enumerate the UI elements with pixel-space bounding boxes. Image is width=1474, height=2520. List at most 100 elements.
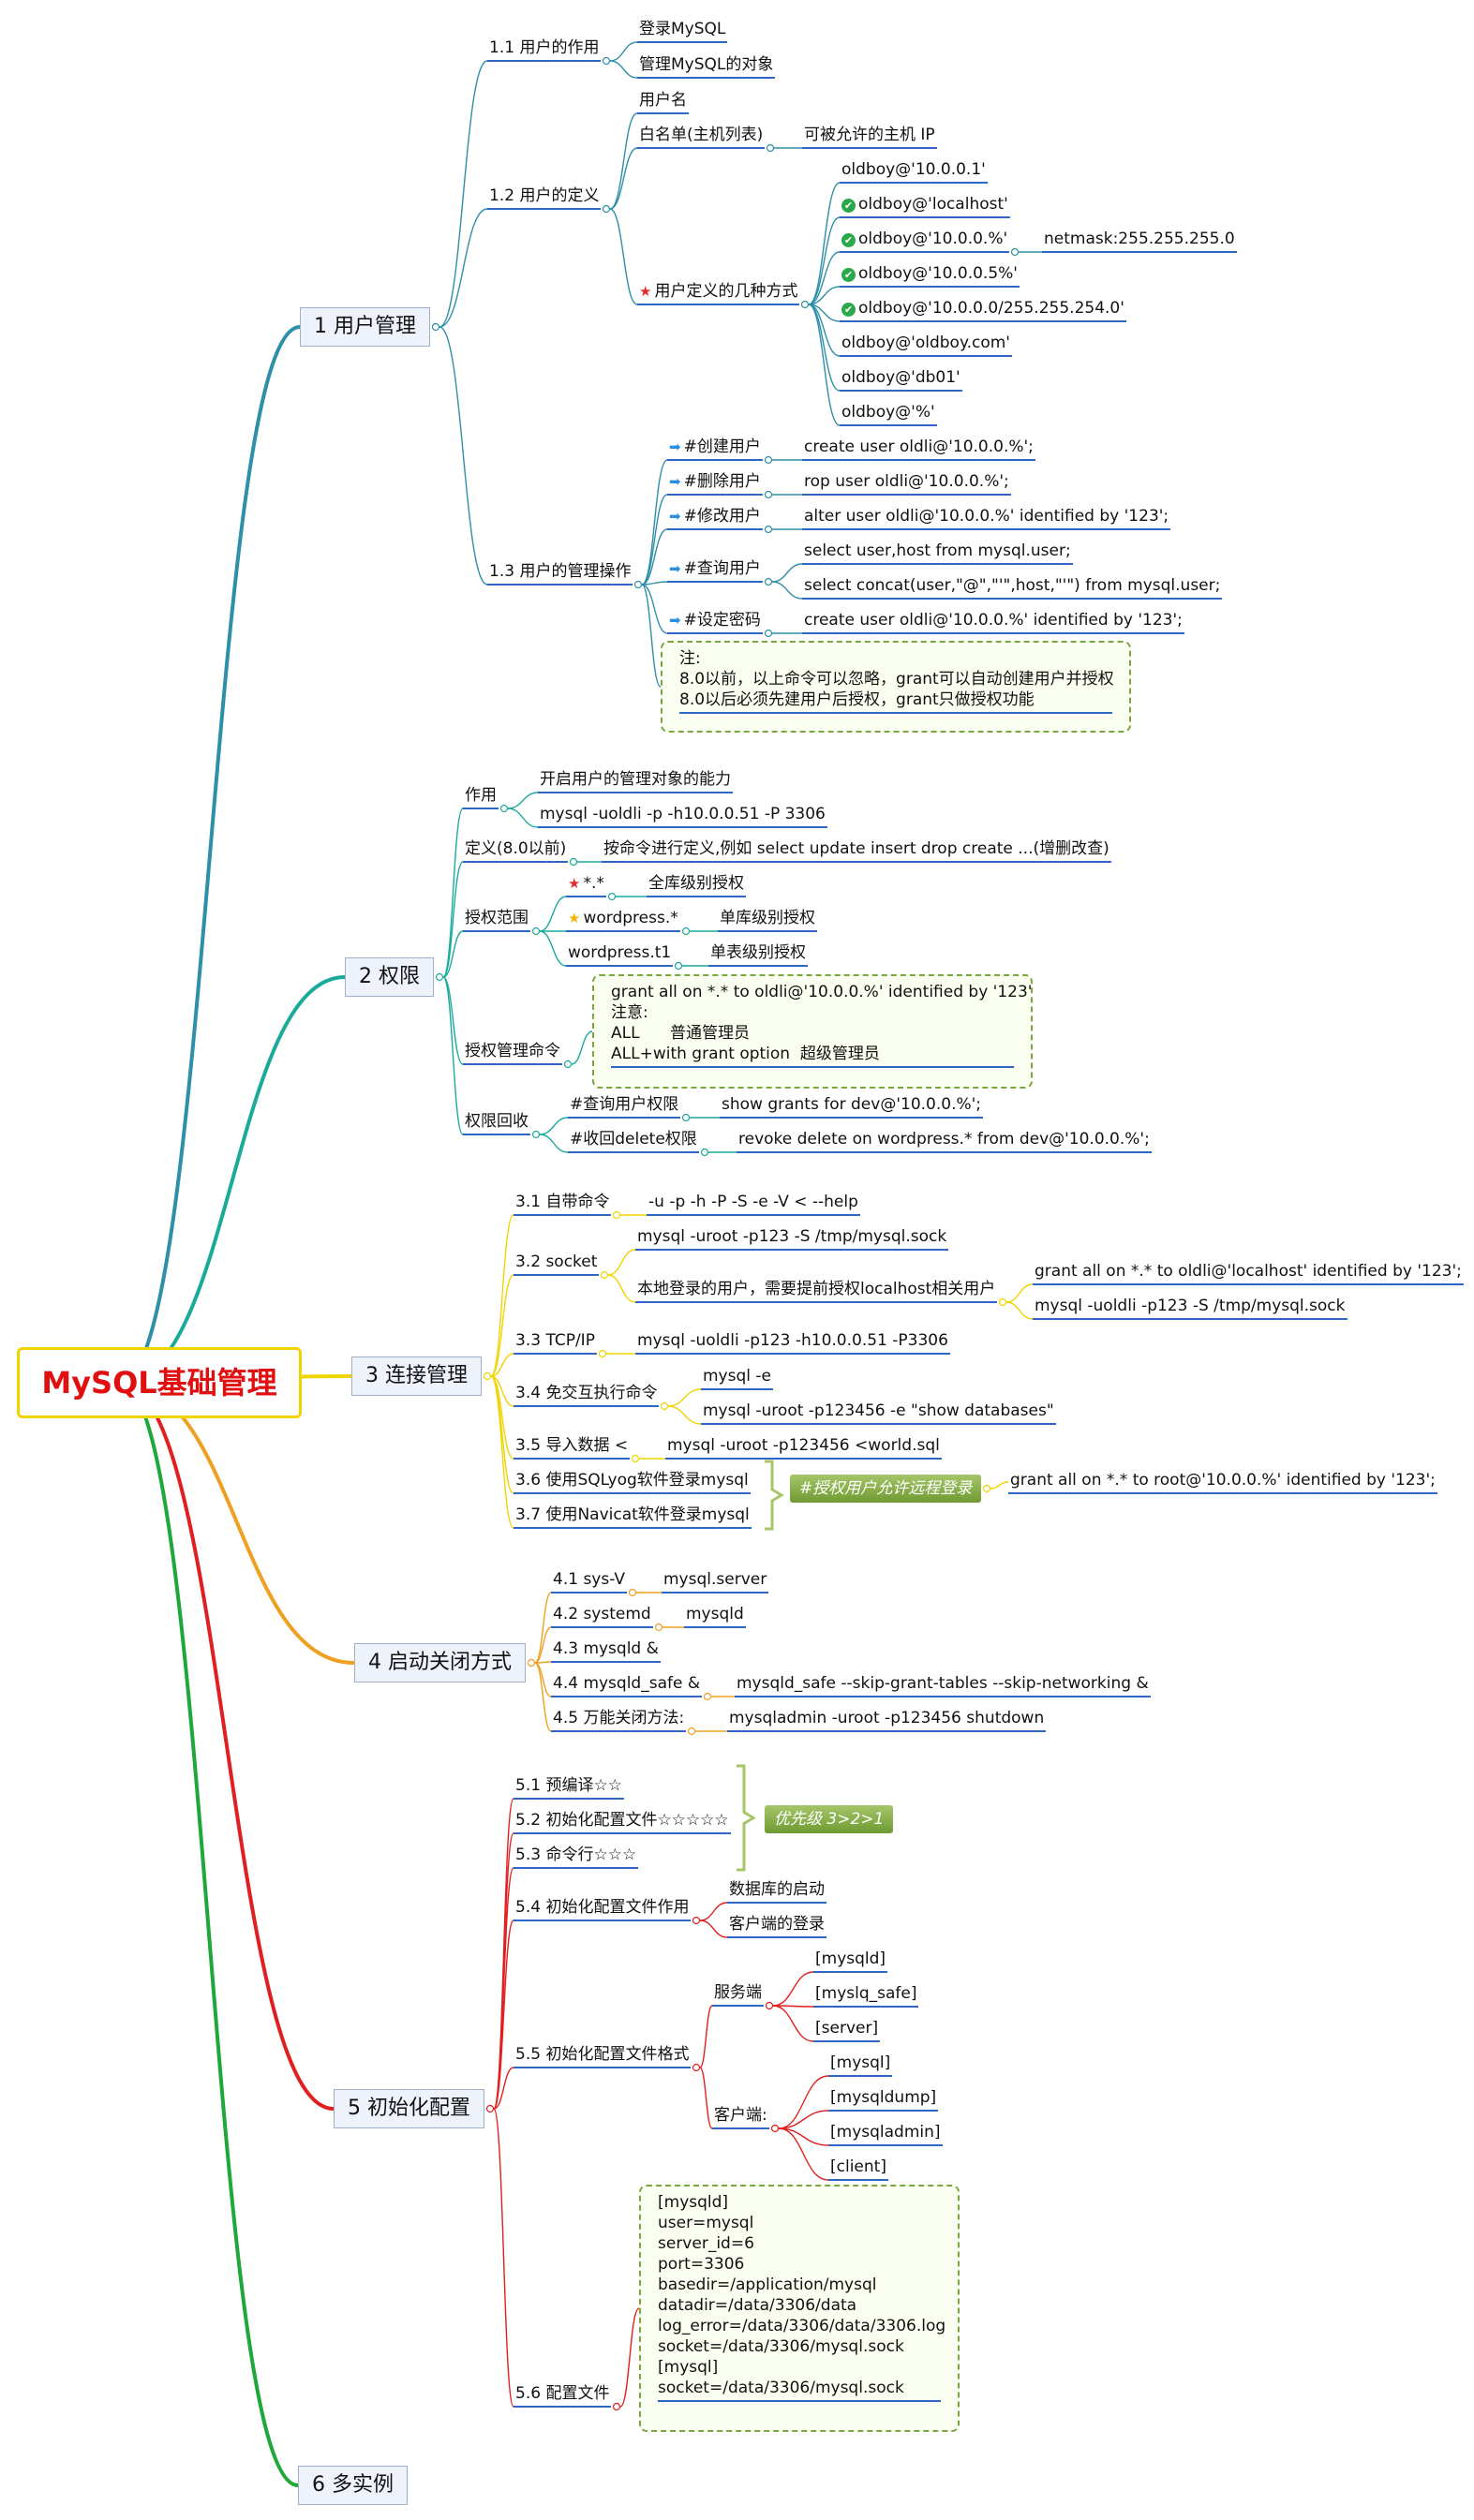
priority-tag[interactable]: 优先级 3>2>1: [765, 1805, 894, 1833]
node-3-4[interactable]: 3.4 免交互执行命令: [514, 1383, 660, 1407]
node-5-1[interactable]: 5.1 预编译☆☆: [514, 1775, 624, 1800]
node-3-3-a[interactable]: mysql -uoldli -p123 -h10.0.0.51 -P3306: [635, 1330, 950, 1355]
node-1-2-b[interactable]: 白名单(主机列表): [637, 125, 766, 149]
node-4-2-a[interactable]: mysqld: [684, 1604, 746, 1628]
config-file-box[interactable]: [mysqld] user=mysql server_id=6 port=330…: [639, 2185, 960, 2432]
node-5-5-server[interactable]: 服务端: [712, 1982, 764, 2007]
topic-connection-management[interactable]: 3 连接管理: [351, 1356, 482, 1396]
node-1-1[interactable]: 1.1 用户的作用: [487, 37, 602, 62]
node-op3-a[interactable]: alter user oldli@'10.0.0.%' identified b…: [802, 506, 1171, 530]
node-op1[interactable]: ➡#创建用户: [667, 437, 763, 461]
node-3-7[interactable]: 3.7 使用Navicat软件登录mysql: [514, 1505, 752, 1529]
node-5-5[interactable]: 5.5 初始化配置文件格式: [514, 2044, 692, 2068]
node-2-c-3[interactable]: wordpress.t1: [566, 942, 674, 967]
node-4-5[interactable]: 4.5 万能关闭方法:: [551, 1708, 687, 1732]
node-w4[interactable]: ✔oldboy@'10.0.0.5%': [840, 263, 1020, 288]
node-2-e-1[interactable]: #查询用户权限: [568, 1094, 681, 1119]
node-1-2-b-1[interactable]: 可被允许的主机 IP: [802, 125, 937, 149]
node-5-5-s3[interactable]: [server]: [813, 2018, 881, 2042]
node-3-2-b[interactable]: 本地登录的用户，需要提前授权localhost相关用户: [635, 1279, 998, 1303]
node-3-4-b[interactable]: mysql -uroot -p123456 -e "show databases…: [701, 1401, 1056, 1425]
node-4-1[interactable]: 4.1 sys-V: [551, 1569, 627, 1594]
node-1-3[interactable]: 1.3 用户的管理操作: [487, 561, 633, 586]
topic-user-management[interactable]: 1 用户管理: [300, 307, 430, 347]
node-2-e-2-a[interactable]: revoke delete on wordpress.* from dev@'1…: [737, 1129, 1152, 1153]
node-op4-a[interactable]: select user,host from mysql.user;: [802, 541, 1073, 565]
node-3-3[interactable]: 3.3 TCP/IP: [514, 1330, 597, 1355]
node-4-5-a[interactable]: mysqladmin -uroot -p123456 shutdown: [727, 1708, 1047, 1732]
node-5-5-c1[interactable]: [mysql]: [828, 2053, 893, 2077]
node-op5-a[interactable]: create user oldli@'10.0.0.%' identified …: [802, 610, 1184, 634]
node-3-2[interactable]: 3.2 socket: [514, 1252, 600, 1276]
node-2-b[interactable]: 定义(8.0以前): [463, 838, 569, 863]
node-2-a-1[interactable]: 开启用户的管理对象的能力: [538, 769, 733, 793]
node-4-3[interactable]: 4.3 mysqld &: [551, 1638, 661, 1663]
node-w8[interactable]: oldboy@'%': [840, 402, 937, 426]
node-op5[interactable]: ➡#设定密码: [667, 610, 763, 634]
node-2-c-3-a[interactable]: 单表级别授权: [708, 942, 808, 967]
note-box[interactable]: 注: 8.0以前，以上命令可以忽略，grant可以自动创建用户并授权 8.0以后…: [661, 641, 1131, 733]
node-2-a-2[interactable]: mysql -uoldli -p -h10.0.0.51 -P 3306: [538, 804, 827, 828]
node-5-5-c4[interactable]: [client]: [828, 2157, 888, 2181]
node-5-2[interactable]: 5.2 初始化配置文件☆☆☆☆☆: [514, 1810, 731, 1834]
node-w2[interactable]: ✔oldboy@'localhost': [840, 194, 1010, 218]
node-1-2-a[interactable]: 用户名: [637, 90, 689, 114]
node-5-4-b[interactable]: 客户端的登录: [727, 1914, 826, 1938]
node-3-1[interactable]: 3.1 自带命令: [514, 1192, 612, 1216]
node-5-5-c3[interactable]: [mysqladmin]: [828, 2122, 943, 2146]
node-2-c-1-a[interactable]: 全库级别授权: [647, 873, 746, 897]
node-2-a[interactable]: 作用: [463, 785, 499, 809]
node-op4-b[interactable]: select concat(user,"@","'",host,"'") fro…: [802, 575, 1223, 600]
node-2-c-1[interactable]: ★*.*: [566, 873, 606, 897]
node-3-2-b-2[interactable]: mysql -uoldli -p123 -S /tmp/mysql.sock: [1033, 1296, 1347, 1320]
node-5-5-c2[interactable]: [mysqldump]: [828, 2087, 939, 2112]
node-2-e-2[interactable]: #收回delete权限: [568, 1129, 699, 1153]
topic-multi-instance[interactable]: 6 多实例: [298, 2466, 408, 2505]
node-op2[interactable]: ➡#删除用户: [667, 471, 763, 496]
node-4-2[interactable]: 4.2 systemd: [551, 1604, 653, 1628]
node-3-tag-a[interactable]: grant all on *.* to root@'10.0.0.%' iden…: [1008, 1470, 1437, 1494]
node-w5[interactable]: ✔oldboy@'10.0.0.0/255.255.254.0': [840, 298, 1126, 322]
node-5-5-s2[interactable]: [myslq_safe]: [813, 1983, 919, 2008]
node-1-2-c[interactable]: ★用户定义的几种方式: [637, 281, 800, 305]
node-2-c[interactable]: 授权范围: [463, 908, 530, 932]
topic-privileges[interactable]: 2 权限: [345, 957, 434, 997]
node-3-4-a[interactable]: mysql -e: [701, 1366, 773, 1390]
node-2-e[interactable]: 权限回收: [463, 1111, 530, 1135]
node-4-4[interactable]: 4.4 mysqld_safe &: [551, 1673, 703, 1697]
node-3-2-a[interactable]: mysql -uroot -p123 -S /tmp/mysql.sock: [635, 1226, 949, 1251]
node-5-6[interactable]: 5.6 配置文件: [514, 2383, 612, 2408]
node-op2-a[interactable]: rop user oldli@'10.0.0.%';: [802, 471, 1011, 496]
node-w7[interactable]: oldboy@'db01': [840, 367, 962, 392]
node-w6[interactable]: oldboy@'oldboy.com': [840, 333, 1012, 357]
node-op1-a[interactable]: create user oldli@'10.0.0.%';: [802, 437, 1035, 461]
node-1-1-a[interactable]: 登录MySQL: [637, 19, 728, 43]
node-5-3[interactable]: 5.3 命令行☆☆☆: [514, 1845, 639, 1869]
node-1-2[interactable]: 1.2 用户的定义: [487, 185, 602, 210]
remote-login-tag[interactable]: #授权用户允许远程登录: [790, 1475, 982, 1503]
node-w3-a[interactable]: netmask:255.255.255.0: [1042, 229, 1237, 253]
node-5-5-s1[interactable]: [mysqld]: [813, 1949, 888, 1973]
node-w3[interactable]: ✔oldboy@'10.0.0.%': [840, 229, 1010, 253]
node-2-c-2-a[interactable]: 单库级别授权: [718, 908, 817, 932]
node-2-c-2[interactable]: ★wordpress.*: [566, 908, 680, 932]
root-topic[interactable]: MySQL基础管理: [17, 1347, 302, 1418]
node-3-6[interactable]: 3.6 使用SQLyog软件登录mysql: [514, 1470, 751, 1494]
node-3-5-a[interactable]: mysql -uroot -p123456 <world.sql: [665, 1435, 942, 1460]
node-5-4-a[interactable]: 数据库的启动: [727, 1879, 826, 1904]
node-w1[interactable]: oldboy@'10.0.0.1': [840, 159, 988, 184]
topic-start-stop[interactable]: 4 启动关闭方式: [354, 1643, 526, 1682]
node-5-4[interactable]: 5.4 初始化配置文件作用: [514, 1897, 692, 1921]
node-2-b-1[interactable]: 按命令进行定义,例如 select update insert drop cre…: [602, 838, 1111, 863]
grant-box[interactable]: grant all on *.* to oldli@'10.0.0.%' ide…: [592, 974, 1033, 1089]
node-3-1-a[interactable]: -u -p -h -P -S -e -V < --help: [647, 1192, 860, 1216]
node-op3[interactable]: ➡#修改用户: [667, 506, 763, 530]
topic-init-config[interactable]: 5 初始化配置: [334, 2089, 484, 2128]
node-4-1-a[interactable]: mysql.server: [662, 1569, 769, 1594]
node-5-5-client[interactable]: 客户端:: [712, 2105, 769, 2129]
node-2-e-1-a[interactable]: show grants for dev@'10.0.0.%';: [720, 1094, 984, 1119]
node-op4[interactable]: ➡#查询用户: [667, 558, 763, 583]
node-2-d[interactable]: 授权管理命令: [463, 1041, 562, 1065]
node-1-1-b[interactable]: 管理MySQL的对象: [637, 54, 776, 79]
node-3-2-b-1[interactable]: grant all on *.* to oldli@'localhost' id…: [1033, 1261, 1464, 1285]
